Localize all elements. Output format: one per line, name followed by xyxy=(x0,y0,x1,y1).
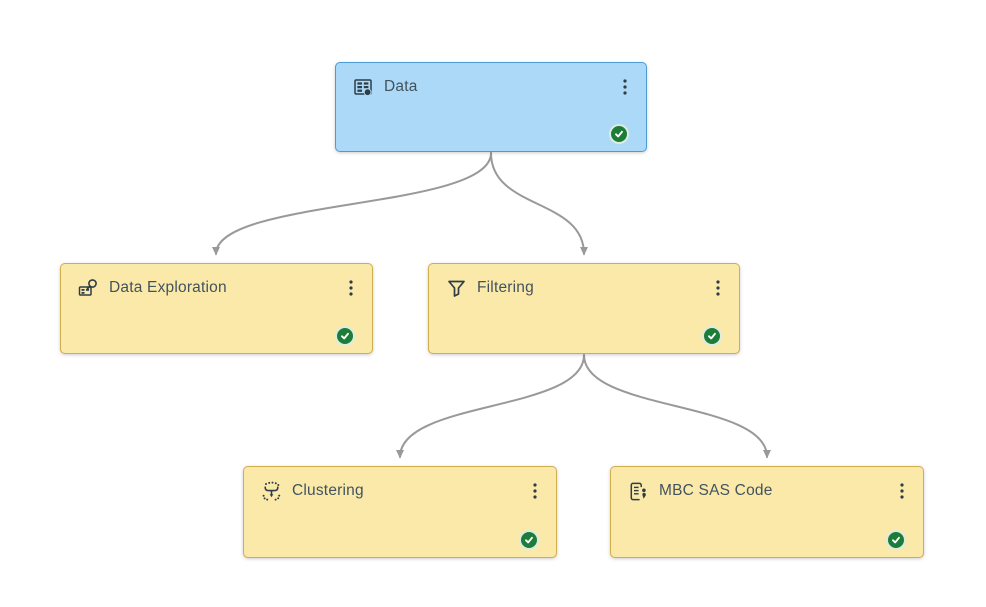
kebab-menu-icon xyxy=(716,280,720,296)
success-badge xyxy=(335,326,355,346)
node-label: MBC SAS Code xyxy=(659,482,773,499)
node-label: Data xyxy=(384,78,418,95)
node-header: MBC SAS Code xyxy=(611,467,923,502)
kebab-menu-icon xyxy=(533,483,537,499)
checkmark-icon xyxy=(892,536,900,544)
edge-filtering-to-mbc-sas-code xyxy=(583,354,771,459)
edge-data-to-data-exploration xyxy=(212,152,492,256)
node-header: Data xyxy=(336,63,646,98)
kebab-menu-icon xyxy=(900,483,904,499)
success-badge xyxy=(886,530,906,550)
node-menu-button[interactable] xyxy=(526,480,544,502)
checkmark-icon xyxy=(615,130,623,138)
node-clustering[interactable]: Clustering xyxy=(243,466,557,558)
success-badge xyxy=(609,124,629,144)
node-mbc-sas-code[interactable]: MBC SAS Code xyxy=(610,466,924,558)
kebab-menu-icon xyxy=(349,280,353,296)
success-badge xyxy=(702,326,722,346)
kebab-menu-icon xyxy=(623,79,627,95)
node-menu-button[interactable] xyxy=(709,277,727,299)
cluster-icon xyxy=(261,481,282,502)
node-header: Data Exploration xyxy=(61,264,372,299)
node-menu-button[interactable] xyxy=(616,76,634,98)
node-menu-button[interactable] xyxy=(342,277,360,299)
node-data-exploration[interactable]: Data Exploration xyxy=(60,263,373,354)
edge-filtering-to-clustering xyxy=(396,354,585,459)
node-label: Clustering xyxy=(292,482,364,499)
node-header: Clustering xyxy=(244,467,556,502)
checkmark-icon xyxy=(341,332,349,340)
node-filtering[interactable]: Filtering xyxy=(428,263,740,354)
explore-chart-icon xyxy=(78,278,99,299)
checkmark-icon xyxy=(525,536,533,544)
success-badge xyxy=(519,530,539,550)
node-menu-button[interactable] xyxy=(893,480,911,502)
checkmark-icon xyxy=(708,332,716,340)
code-document-icon xyxy=(628,481,649,502)
node-label: Data Exploration xyxy=(109,279,227,296)
node-label: Filtering xyxy=(477,279,534,296)
funnel-icon xyxy=(446,278,467,299)
node-data[interactable]: Data xyxy=(335,62,647,152)
node-header: Filtering xyxy=(429,264,739,299)
edge-data-to-filtering xyxy=(490,152,588,256)
data-table-icon xyxy=(353,77,374,98)
